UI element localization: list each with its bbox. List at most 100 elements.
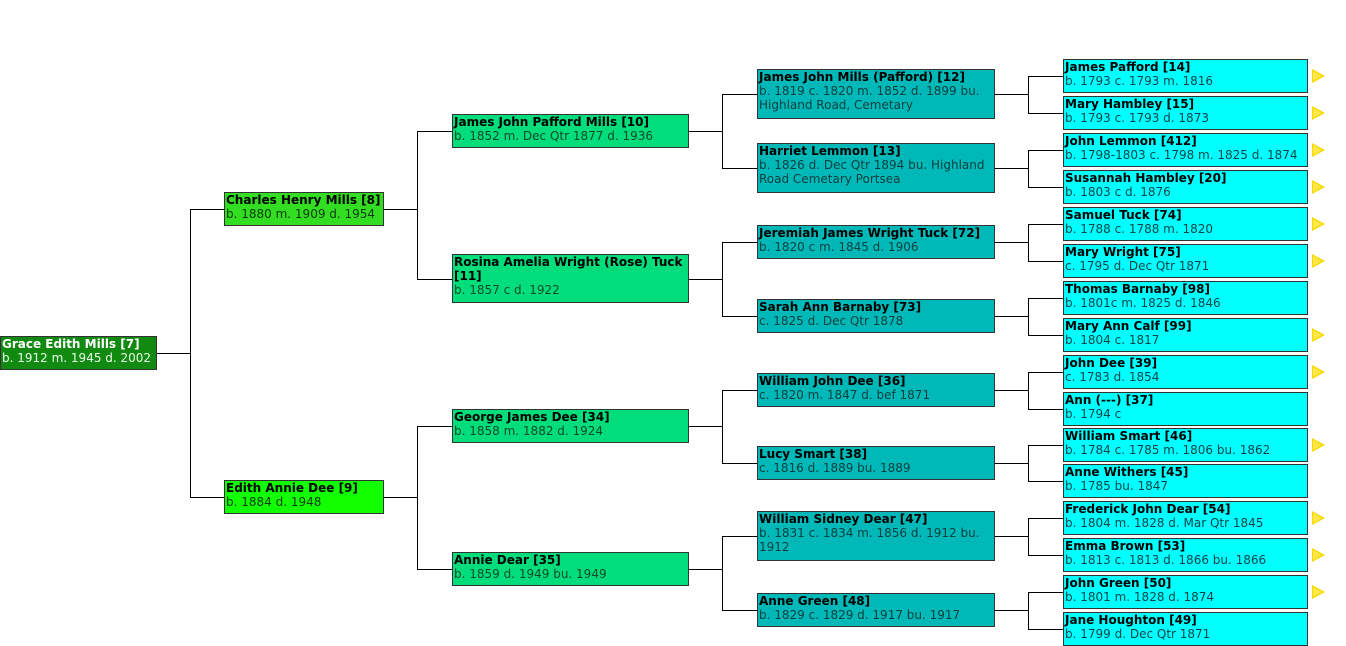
person-dates: b. 1880 m. 1909 d. 1954 xyxy=(226,207,376,221)
person-dates: b. 1798-1803 c. 1798 m. 1825 d. 1874 xyxy=(1065,148,1298,162)
person-box-p46[interactable]: William Smart [46]b. 1784 c. 1785 m. 180… xyxy=(1063,428,1308,462)
person-box-p13[interactable]: Harriet Lemmon [13]b. 1826 d. Dec Qtr 18… xyxy=(757,143,995,193)
expand-ancestors-arrow-icon[interactable] xyxy=(1312,511,1325,525)
person-dates: b. 1813 c. 1813 d. 1866 bu. 1866 xyxy=(1065,553,1267,567)
person-box-p11[interactable]: Rosina Amelia Wright (Rose) Tuck [11]b. … xyxy=(452,254,689,303)
expand-ancestors-arrow-icon[interactable] xyxy=(1312,254,1325,268)
person-dates: b. 1803 c d. 1876 xyxy=(1065,185,1171,199)
expand-ancestors-arrow-icon[interactable] xyxy=(1312,328,1325,342)
person-name: John Lemmon [412] xyxy=(1065,134,1197,148)
person-box-p98[interactable]: Thomas Barnaby [98]b. 1801c m. 1825 d. 1… xyxy=(1063,281,1308,315)
person-dates: b. 1788 c. 1788 m. 1820 xyxy=(1065,222,1214,236)
person-box-p75[interactable]: Mary Wright [75]c. 1795 d. Dec Qtr 1871 xyxy=(1063,244,1308,278)
person-name: William Sidney Dear [47] xyxy=(759,512,928,526)
person-box-p10[interactable]: James John Pafford Mills [10]b. 1852 m. … xyxy=(452,114,689,148)
person-box-p99[interactable]: Mary Ann Calf [99]b. 1804 c. 1817 xyxy=(1063,318,1308,352)
person-box-p45[interactable]: Anne Withers [45]b. 1785 bu. 1847 xyxy=(1063,464,1308,498)
expand-ancestors-arrow-icon[interactable] xyxy=(1312,585,1325,599)
person-name: George James Dee [34] xyxy=(454,410,610,424)
person-name: John Dee [39] xyxy=(1065,356,1158,370)
person-box-p15[interactable]: Mary Hambley [15]b. 1793 c. 1793 d. 1873 xyxy=(1063,96,1308,130)
person-name: Frederick John Dear [54] xyxy=(1065,502,1231,516)
person-dates: b. 1784 c. 1785 m. 1806 bu. 1862 xyxy=(1065,443,1271,457)
person-dates: b. 1857 c d. 1922 xyxy=(454,283,560,297)
person-dates: b. 1801c m. 1825 d. 1846 xyxy=(1065,296,1221,310)
person-dates: b. 1804 m. 1828 d. Mar Qtr 1845 xyxy=(1065,516,1264,530)
person-box-p38[interactable]: Lucy Smart [38]c. 1816 d. 1889 bu. 1889 xyxy=(757,446,995,480)
expand-ancestors-arrow-icon[interactable] xyxy=(1312,143,1325,157)
person-box-p74[interactable]: Samuel Tuck [74]b. 1788 c. 1788 m. 1820 xyxy=(1063,207,1308,241)
expand-ancestors-arrow-icon[interactable] xyxy=(1312,106,1325,120)
person-box-p50[interactable]: John Green [50]b. 1801 m. 1828 d. 1874 xyxy=(1063,575,1308,609)
person-dates: b. 1819 c. 1820 m. 1852 d. 1899 bu. High… xyxy=(759,84,980,112)
person-box-p72[interactable]: Jeremiah James Wright Tuck [72]b. 1820 c… xyxy=(757,225,995,259)
person-name: Charles Henry Mills [8] xyxy=(226,193,381,207)
person-dates: c. 1795 d. Dec Qtr 1871 xyxy=(1065,259,1210,273)
person-dates: b. 1793 c. 1793 m. 1816 xyxy=(1065,74,1214,88)
expand-ancestors-arrow-icon[interactable] xyxy=(1312,438,1325,452)
person-box-p48[interactable]: Anne Green [48]b. 1829 c. 1829 d. 1917 b… xyxy=(757,593,995,627)
person-box-p53[interactable]: Emma Brown [53]b. 1813 c. 1813 d. 1866 b… xyxy=(1063,538,1308,572)
person-name: Ann (---) [37] xyxy=(1065,393,1154,407)
expand-ancestors-arrow-icon[interactable] xyxy=(1312,69,1325,83)
person-box-p8[interactable]: Charles Henry Mills [8]b. 1880 m. 1909 d… xyxy=(224,192,384,226)
person-name: Jane Houghton [49] xyxy=(1065,613,1197,627)
person-dates: b. 1794 c xyxy=(1065,407,1122,421)
person-box-p9[interactable]: Edith Annie Dee [9]b. 1884 d. 1948 xyxy=(224,480,384,514)
person-box-p7[interactable]: Grace Edith Mills [7]b. 1912 m. 1945 d. … xyxy=(0,336,157,370)
person-dates: c. 1820 m. 1847 d. bef 1871 xyxy=(759,388,931,402)
person-box-p412[interactable]: John Lemmon [412]b. 1798-1803 c. 1798 m.… xyxy=(1063,133,1308,167)
person-dates: b. 1826 d. Dec Qtr 1894 bu. Highland Roa… xyxy=(759,158,985,186)
person-name: James Pafford [14] xyxy=(1065,60,1191,74)
person-name: Anne Withers [45] xyxy=(1065,465,1189,479)
person-name: Emma Brown [53] xyxy=(1065,539,1186,553)
person-name: Anne Green [48] xyxy=(759,594,871,608)
person-box-p54[interactable]: Frederick John Dear [54]b. 1804 m. 1828 … xyxy=(1063,501,1308,535)
person-name: Rosina Amelia Wright (Rose) Tuck [11] xyxy=(454,255,683,283)
person-dates: b. 1858 m. 1882 d. 1924 xyxy=(454,424,604,438)
person-box-p37[interactable]: Ann (---) [37]b. 1794 c xyxy=(1063,392,1308,426)
expand-ancestors-arrow-icon[interactable] xyxy=(1312,365,1325,379)
person-dates: b. 1820 c m. 1845 d. 1906 xyxy=(759,240,919,254)
person-name: Grace Edith Mills [7] xyxy=(2,337,140,351)
expand-ancestors-arrow-icon[interactable] xyxy=(1312,548,1325,562)
person-name: Sarah Ann Barnaby [73] xyxy=(759,300,922,314)
person-box-p49[interactable]: Jane Houghton [49]b. 1799 d. Dec Qtr 187… xyxy=(1063,612,1308,646)
person-box-p14[interactable]: James Pafford [14]b. 1793 c. 1793 m. 181… xyxy=(1063,59,1308,93)
person-name: Harriet Lemmon [13] xyxy=(759,144,901,158)
person-box-p47[interactable]: William Sidney Dear [47]b. 1831 c. 1834 … xyxy=(757,511,995,561)
person-name: Mary Ann Calf [99] xyxy=(1065,319,1192,333)
person-box-p34[interactable]: George James Dee [34]b. 1858 m. 1882 d. … xyxy=(452,409,689,443)
person-dates: c. 1825 d. Dec Qtr 1878 xyxy=(759,314,904,328)
person-dates: b. 1831 c. 1834 m. 1856 d. 1912 bu. 1912 xyxy=(759,526,980,554)
person-name: John Green [50] xyxy=(1065,576,1172,590)
person-dates: b. 1793 c. 1793 d. 1873 xyxy=(1065,111,1209,125)
person-box-p12[interactable]: James John Mills (Pafford) [12]b. 1819 c… xyxy=(757,69,995,119)
expand-ancestors-arrow-icon[interactable] xyxy=(1312,217,1325,231)
person-box-p20[interactable]: Susannah Hambley [20]b. 1803 c d. 1876 xyxy=(1063,170,1308,204)
person-box-p39[interactable]: John Dee [39]c. 1783 d. 1854 xyxy=(1063,355,1308,389)
person-name: Lucy Smart [38] xyxy=(759,447,868,461)
person-dates: c. 1783 d. 1854 xyxy=(1065,370,1160,384)
person-name: Thomas Barnaby [98] xyxy=(1065,282,1210,296)
person-dates: b. 1852 m. Dec Qtr 1877 d. 1936 xyxy=(454,129,653,143)
person-dates: b. 1801 m. 1828 d. 1874 xyxy=(1065,590,1215,604)
person-dates: b. 1785 bu. 1847 xyxy=(1065,479,1168,493)
person-box-p35[interactable]: Annie Dear [35]b. 1859 d. 1949 bu. 1949 xyxy=(452,552,689,586)
expand-ancestors-arrow-icon[interactable] xyxy=(1312,180,1325,194)
person-name: Annie Dear [35] xyxy=(454,553,561,567)
person-name: Edith Annie Dee [9] xyxy=(226,481,358,495)
person-name: James John Pafford Mills [10] xyxy=(454,115,649,129)
person-dates: b. 1799 d. Dec Qtr 1871 xyxy=(1065,627,1211,641)
person-name: Samuel Tuck [74] xyxy=(1065,208,1182,222)
person-box-p73[interactable]: Sarah Ann Barnaby [73]c. 1825 d. Dec Qtr… xyxy=(757,299,995,333)
person-name: William John Dee [36] xyxy=(759,374,906,388)
person-dates: b. 1912 m. 1945 d. 2002 xyxy=(2,351,152,365)
person-box-p36[interactable]: William John Dee [36]c. 1820 m. 1847 d. … xyxy=(757,373,995,407)
person-dates: b. 1859 d. 1949 bu. 1949 xyxy=(454,567,607,581)
person-name: Mary Wright [75] xyxy=(1065,245,1181,259)
person-dates: c. 1816 d. 1889 bu. 1889 xyxy=(759,461,911,475)
person-name: William Smart [46] xyxy=(1065,429,1193,443)
